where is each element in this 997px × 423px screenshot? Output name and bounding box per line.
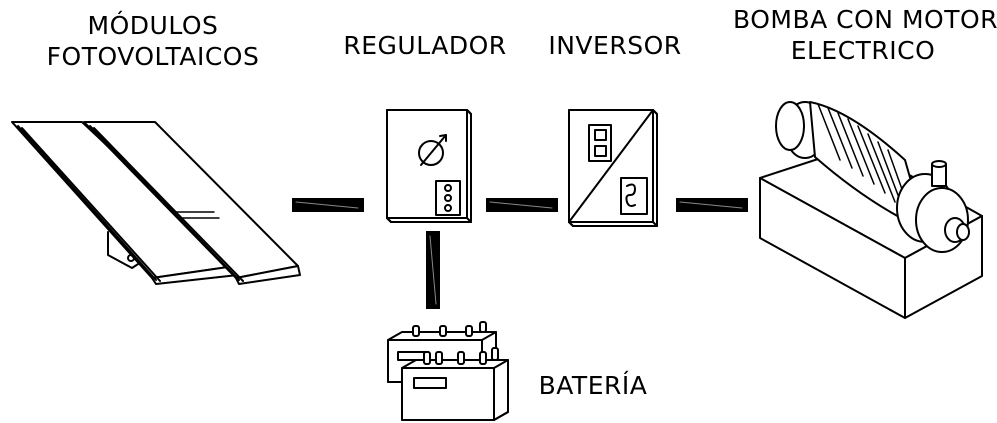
connection-regulator-battery [426, 231, 440, 309]
panels-label-line1: MÓDULOS [87, 11, 219, 40]
inverter-icon [568, 109, 658, 227]
battery-label: BATERÍA [538, 371, 648, 400]
battery-icon [387, 321, 509, 421]
pump-motor-icon [759, 101, 983, 319]
pump-label: BOMBA CON MOTOR ELECTRICO [733, 4, 997, 66]
panels-label: MÓDULOS FOTOVOLTAICOS [28, 10, 278, 72]
connection-inverter-pump [676, 198, 748, 212]
pump-label-line2: ELECTRICO [790, 36, 936, 65]
connection-panels-regulator [292, 198, 364, 212]
regulator-label: REGULADOR [343, 31, 507, 60]
inverter-label: INVERSOR [548, 31, 682, 60]
connection-regulator-inverter [486, 198, 558, 212]
solar-panels-icon [11, 121, 301, 285]
panels-label-line2: FOTOVOLTAICOS [46, 42, 260, 71]
regulator-icon [386, 109, 472, 223]
pump-label-line1: BOMBA CON MOTOR [733, 5, 997, 34]
